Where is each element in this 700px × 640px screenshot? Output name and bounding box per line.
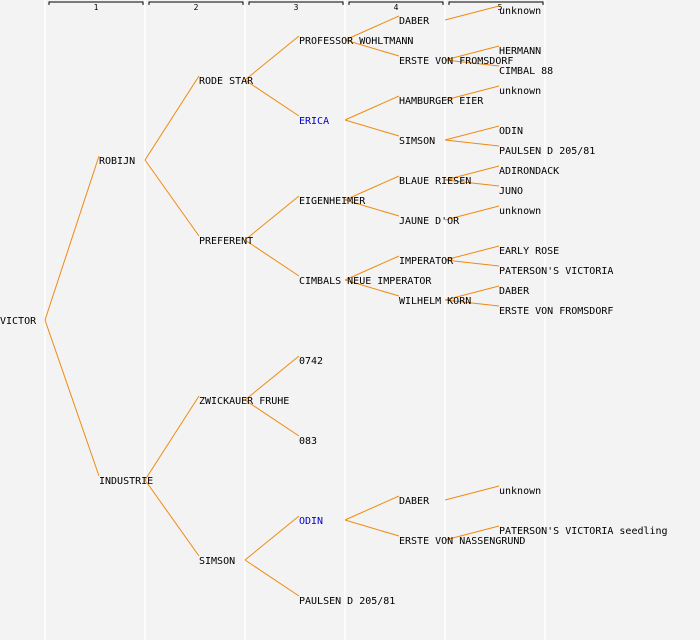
node-industrie[interactable]: INDUSTRIE [99, 476, 153, 487]
edge-robijn-to-preferent [144, 159, 200, 237]
edge-wilhelm-korn-to-erste-von-fromsdorf [444, 299, 500, 307]
edge-erste-von-fromsdorf-to-cimbal-88 [444, 59, 500, 67]
column-separators [44, 0, 546, 640]
generation-bracket [48, 1, 144, 5]
generation-number: 2 [194, 3, 199, 12]
node-paulsen-d-205-81[interactable]: PAULSEN D 205/81 [499, 146, 595, 157]
node-preferent[interactable]: PREFERENT [199, 236, 253, 247]
edge-blaue-riesen-to-adirondack [444, 165, 500, 181]
edge-cimbals-neue-imperator-to-wilhelm-korn [344, 279, 400, 297]
edge-preferent-to-eigenheimer [244, 195, 300, 241]
node-unknown[interactable]: unknown [499, 86, 541, 97]
edge-imperator-to-paterson-s-victoria [444, 259, 500, 267]
node-paterson-s-victoria[interactable]: PATERSON'S VICTORIA [499, 266, 613, 277]
node-zwickauer-fruhe[interactable]: ZWICKAUER FRUHE [199, 396, 289, 407]
edge-wilhelm-korn-to-daber [444, 285, 500, 301]
node-erste-von-fromsdorf[interactable]: ERSTE VON FROMSDORF [499, 306, 613, 317]
edge-professor-wohltmann-to-daber [344, 15, 400, 41]
node-erste-von-nassengrund[interactable]: ERSTE VON NASSENGRUND [399, 536, 525, 547]
node-daber[interactable]: DABER [399, 16, 430, 27]
edge-daber-to-unknown [444, 485, 500, 501]
node-hamburger-eier[interactable]: HAMBURGER EIER [399, 96, 484, 107]
edge-victor-to-industrie [44, 319, 100, 477]
node-083[interactable]: 083 [299, 436, 317, 447]
edge-rode-star-to-erica [244, 79, 300, 117]
node-adirondack[interactable]: ADIRONDACK [499, 166, 559, 177]
node-odin[interactable]: ODIN [499, 126, 523, 137]
generation-headers: 1 2 3 4 5 [48, 1, 544, 12]
edge-daber-to-unknown [444, 5, 500, 21]
node-paulsen-d-205-81[interactable]: PAULSEN D 205/81 [299, 596, 395, 607]
node-juno[interactable]: JUNO [499, 186, 523, 197]
edge-erste-von-nassengrund-to-paterson-s-victoria-seedling [444, 525, 500, 541]
node-unknown[interactable]: unknown [499, 486, 541, 497]
node-rode-star[interactable]: RODE STAR [199, 76, 254, 87]
generation-bracket [148, 1, 244, 5]
edge-simson-to-paulsen-d-205-81 [244, 559, 300, 597]
node-erica[interactable]: ERICA [299, 116, 329, 127]
node-daber[interactable]: DABER [399, 496, 430, 507]
generation-number: 4 [394, 3, 399, 12]
node-cimbal-88[interactable]: CIMBAL 88 [499, 66, 553, 77]
node-simson[interactable]: SIMSON [199, 556, 235, 567]
edge-jaune-d-or-to-unknown [444, 205, 500, 221]
edge-eigenheimer-to-blaue-riesen [344, 175, 400, 201]
edge-simson-to-odin [244, 515, 300, 561]
node-daber[interactable]: DABER [499, 286, 530, 297]
edge-preferent-to-cimbals-neue-imperator [244, 239, 300, 277]
edge-odin-to-erste-von-nassengrund [344, 519, 400, 537]
generation-bracket [448, 1, 544, 5]
node-odin[interactable]: ODIN [299, 516, 323, 527]
edges [44, 5, 500, 597]
node-professor-wohltmann[interactable]: PROFESSOR WOHLTMANN [299, 36, 413, 47]
node-erste-von-fromsdorf[interactable]: ERSTE VON FROMSDORF [399, 56, 513, 67]
edge-victor-to-robijn [44, 155, 100, 321]
node-wilhelm-korn[interactable]: WILHELM KORN [399, 296, 471, 307]
node-cimbals-neue-imperator[interactable]: CIMBALS NEUE IMPERATOR [299, 276, 432, 287]
edge-rode-star-to-professor-wohltmann [244, 35, 300, 81]
edge-odin-to-daber [344, 495, 400, 521]
edge-simson-to-odin [444, 125, 500, 141]
node-blaue-riesen[interactable]: BLAUE RIESEN [399, 176, 471, 187]
node-labels: VICTOR ROBIJN RODE STAR PROFESSOR WOHLTMANN… [0, 6, 668, 607]
node-robijn[interactable]: ROBIJN [99, 156, 135, 167]
edge-professor-wohltmann-to-erste-von-fromsdorf [344, 39, 400, 57]
edge-industrie-to-simson [144, 479, 200, 557]
edge-eigenheimer-to-jaune-d-or [344, 199, 400, 217]
node-eigenheimer[interactable]: EIGENHEIMER [299, 196, 366, 207]
edge-hamburger-eier-to-unknown [444, 85, 500, 101]
edge-robijn-to-rode-star [144, 75, 200, 161]
generation-bracket [248, 1, 344, 5]
node-jaune-d-or[interactable]: JAUNE D'OR [399, 216, 460, 227]
node-early-rose[interactable]: EARLY ROSE [499, 246, 559, 257]
node-imperator[interactable]: IMPERATOR [399, 256, 454, 267]
edge-simson-to-paulsen-d-205-81 [444, 139, 500, 147]
generation-number: 5 [498, 3, 503, 12]
edge-cimbals-neue-imperator-to-imperator [344, 255, 400, 281]
edge-erste-von-fromsdorf-to-hermann [444, 45, 500, 61]
edge-erica-to-hamburger-eier [344, 95, 400, 121]
node-victor[interactable]: VICTOR [0, 316, 37, 327]
node-0742[interactable]: 0742 [299, 356, 323, 367]
edge-zwickauer-fruhe-to-0742 [244, 355, 300, 401]
node-unknown[interactable]: unknown [499, 206, 541, 217]
edge-erica-to-simson [344, 119, 400, 137]
node-simson[interactable]: SIMSON [399, 136, 435, 147]
edge-industrie-to-zwickauer-fruhe [144, 395, 200, 481]
generation-number: 3 [294, 3, 299, 12]
edge-blaue-riesen-to-juno [444, 179, 500, 187]
generation-number: 1 [94, 3, 99, 12]
node-paterson-s-victoria-seedling[interactable]: PATERSON'S VICTORIA seedling [499, 526, 668, 537]
generation-bracket [348, 1, 444, 5]
node-unknown[interactable]: unknown [499, 6, 541, 17]
edge-zwickauer-fruhe-to-083 [244, 399, 300, 437]
node-hermann[interactable]: HERMANN [499, 46, 541, 57]
edge-imperator-to-early-rose [444, 245, 500, 261]
